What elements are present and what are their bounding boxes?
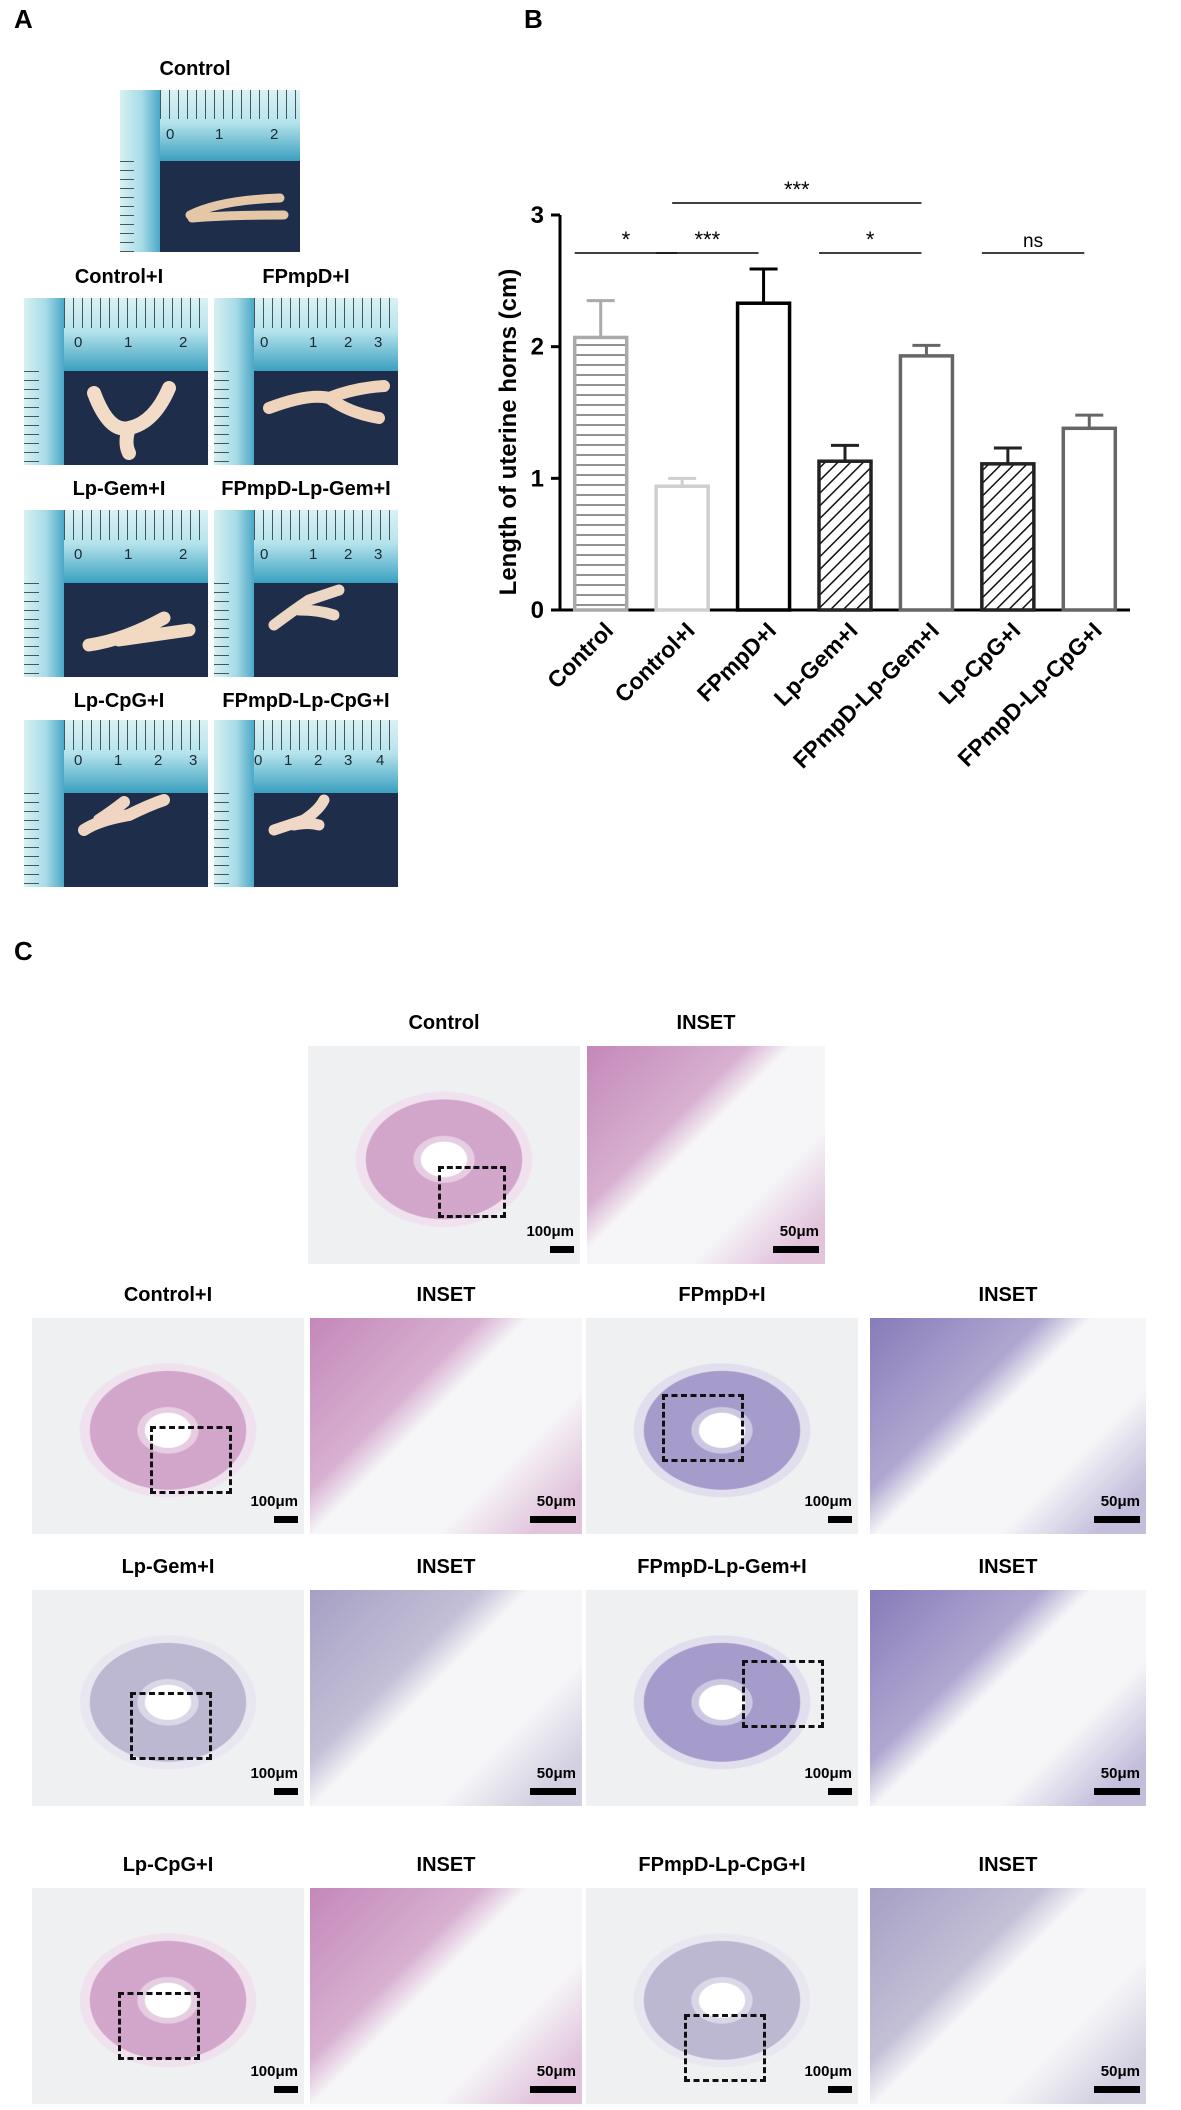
histology-title: FPmpD-Lp-Gem+I	[637, 1556, 807, 1578]
inset-magnified-image: 50μm	[870, 1318, 1146, 1534]
histology-section-image: 100μm	[32, 1590, 304, 1806]
y-tick-label: 2	[531, 334, 544, 361]
inset-magnified-image: 50μm	[870, 1590, 1146, 1806]
scale-bar: 50μm	[1094, 2064, 1140, 2098]
histology-title: FPmpD+I	[678, 1284, 766, 1306]
inset-magnified-image: 50μm	[310, 1590, 582, 1806]
bar-lp-cpg-i	[980, 462, 1036, 612]
bar-lp-gem-i	[817, 459, 873, 612]
histology-section-image: 100μm	[308, 1046, 580, 1264]
histology-section-image: 100μm	[586, 1590, 858, 1806]
histology-title: FPmpD-Lp-CpG+I	[638, 1854, 806, 1876]
inset-magnified-image: 50μm	[310, 1888, 582, 2104]
photo-control: 0 1 2	[120, 90, 300, 252]
inset-region-box	[438, 1166, 506, 1218]
histology-title: Lp-Gem+I	[121, 1556, 215, 1578]
significance-label: *	[622, 227, 631, 252]
panel-c-label: C	[14, 936, 33, 966]
inset-magnified-image: 50μm	[310, 1318, 582, 1534]
photo-control-i: 0 1 2	[24, 298, 208, 465]
bar-fpmpd-lp-cpg-i	[1061, 426, 1118, 612]
inset-region-box	[130, 1692, 212, 1760]
inset-region-box	[118, 1992, 200, 2060]
significance-label: ns	[1023, 231, 1043, 252]
x-tick-label: FPmpD+I	[692, 617, 781, 706]
photo-title-fpmpd-i: FPmpD+I	[262, 266, 350, 288]
inset-title: INSET	[978, 1854, 1038, 1876]
inset-title: INSET	[978, 1284, 1038, 1306]
scale-bar: 100μm	[250, 2064, 298, 2098]
panel-b-label: B	[524, 4, 543, 34]
y-axis-label: Length of uterine horns (cm)	[495, 269, 522, 596]
histology-title: Lp-CpG+I	[122, 1854, 214, 1876]
uterine-horn-length-chart: 0123ControlControl+IFPmpD+ILp-Gem+IFPmpD…	[495, 177, 1130, 773]
scale-bar: 100μm	[526, 1224, 574, 1258]
inset-region-box	[662, 1394, 744, 1462]
inset-title: INSET	[978, 1556, 1038, 1578]
bar-fpmpd-i	[735, 301, 792, 612]
x-tick-label: Control+I	[609, 617, 699, 707]
scale-bar: 50μm	[1094, 1766, 1140, 1800]
scale-bar: 100μm	[250, 1494, 298, 1528]
panel-a-label: A	[14, 4, 33, 34]
x-tick-label: FPmpD-Lp-Gem+I	[788, 617, 944, 773]
bar-control-i	[654, 484, 710, 612]
inset-region-box	[150, 1426, 232, 1494]
photo-fpmpd-i: 0 1 2 3	[214, 298, 398, 465]
significance-label: ***	[695, 227, 721, 252]
inset-title: INSET	[416, 1556, 476, 1578]
inset-region-box	[742, 1660, 824, 1728]
histology-section-image: 100μm	[32, 1318, 304, 1534]
histology-title: Control+I	[123, 1284, 213, 1306]
photo-fpmpd-lp-gem-i: 0 1 2 3	[214, 510, 398, 677]
scale-bar: 50μm	[1094, 1494, 1140, 1528]
inset-magnified-image: 50μm	[870, 1888, 1146, 2104]
photo-title-lp-cpg-i: Lp-CpG+I	[73, 690, 165, 712]
significance-label: ***	[784, 177, 810, 202]
photo-title-control: Control	[159, 58, 231, 80]
histology-title: Control	[408, 1012, 480, 1034]
significance-label: *	[866, 227, 875, 252]
photo-title-lp-gem-i: Lp-Gem+I	[72, 478, 166, 500]
inset-region-box	[684, 2014, 766, 2082]
scale-bar: 100μm	[250, 1766, 298, 1800]
scale-bar: 100μm	[804, 1766, 852, 1800]
photo-fpmpd-lp-cpg-i: 0 1 2 3 4	[214, 720, 398, 887]
x-tick-label: FPmpD-Lp-CpG+I	[952, 617, 1106, 771]
scale-bar: 50μm	[530, 1494, 576, 1528]
x-tick-label: Control	[542, 617, 618, 693]
inset-title: INSET	[676, 1012, 736, 1034]
scale-bar: 100μm	[804, 1494, 852, 1528]
photo-lp-cpg-i: 0 1 2 3	[24, 720, 208, 887]
y-tick-label: 0	[531, 597, 544, 624]
photo-lp-gem-i: 0 1 2	[24, 510, 208, 677]
histology-section-image: 100μm	[586, 1318, 858, 1534]
photo-title-control-i: Control+I	[74, 266, 164, 288]
y-tick-label: 1	[531, 465, 544, 492]
bar-control	[572, 335, 629, 612]
photo-title-fpmpd-lp-cpg-i: FPmpD-Lp-CpG+I	[222, 690, 390, 712]
scale-bar: 50μm	[773, 1224, 819, 1258]
scale-bar: 50μm	[530, 1766, 576, 1800]
inset-title: INSET	[416, 1284, 476, 1306]
histology-section-image: 100μm	[32, 1888, 304, 2104]
inset-title: INSET	[416, 1854, 476, 1876]
inset-magnified-image: 50μm	[587, 1046, 825, 1264]
scale-bar: 50μm	[530, 2064, 576, 2098]
photo-title-fpmpd-lp-gem-i: FPmpD-Lp-Gem+I	[221, 478, 391, 500]
y-tick-label: 3	[531, 202, 544, 229]
scale-bar: 100μm	[804, 2064, 852, 2098]
histology-section-image: 100μm	[586, 1888, 858, 2104]
bar-fpmpd-lp-gem-i	[898, 354, 955, 612]
